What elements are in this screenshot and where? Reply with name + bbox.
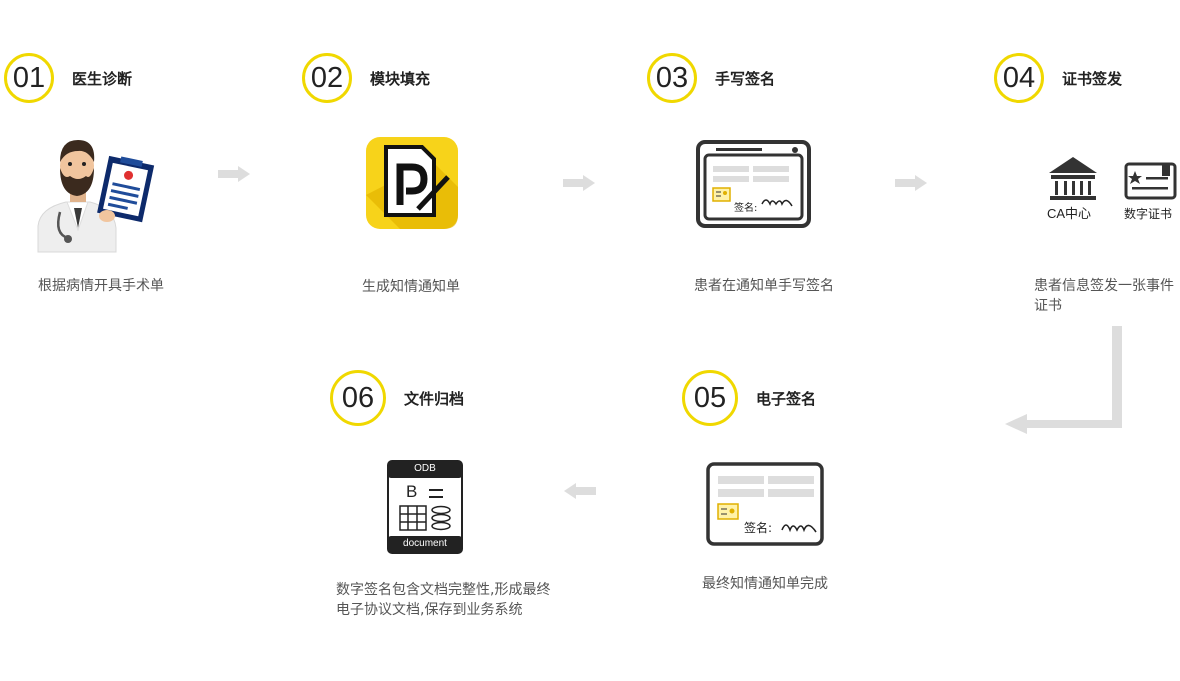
step-description: 患者在通知单手写签名	[694, 278, 834, 294]
signed-document-icon: 签名:	[706, 462, 824, 546]
arrow-left-icon	[564, 483, 596, 499]
doctor-icon	[37, 140, 155, 253]
step-title: 医生诊断	[72, 69, 133, 88]
odb-b-label: B	[406, 482, 418, 501]
arrow-right-icon	[895, 175, 927, 191]
digital-cert-label: 数字证书	[1124, 207, 1173, 221]
step-title: 证书签发	[1062, 69, 1123, 88]
step-description: 患者信息签发一张事件证书	[1034, 278, 1174, 314]
tablet-signature-icon: 签名:	[696, 140, 811, 228]
step-04-header: 04 证书签发	[994, 53, 1122, 103]
step-number: 06	[330, 370, 386, 426]
step-03-header: 03 手写签名	[647, 53, 775, 103]
signature-label: 签名:	[734, 203, 758, 214]
step-number: 03	[647, 53, 697, 103]
step-description: 生成知情通知单	[362, 279, 460, 295]
arrow-right-icon	[563, 175, 595, 191]
step-01-header: 01 医生诊断	[4, 53, 132, 103]
step-description: 根据病情开具手术单	[38, 278, 164, 294]
signature-label: 签名:	[744, 521, 773, 535]
odb-document-label: document	[403, 538, 447, 549]
ca-center-label: CA中心	[1047, 206, 1092, 221]
arrow-right-icon	[218, 166, 250, 182]
step-title: 文件归档	[404, 389, 465, 408]
step-02-header: 02 模块填充	[302, 53, 430, 103]
document-frame-icon	[706, 462, 824, 546]
step-title: 模块填充	[370, 69, 431, 88]
step-05-header: 05 电子签名	[682, 370, 816, 426]
odb-label: ODB	[414, 463, 436, 474]
arrow-turn-left-icon	[1005, 326, 1122, 434]
step-number: 05	[682, 370, 738, 426]
step-number: 01	[4, 53, 54, 103]
step-number: 02	[302, 53, 352, 103]
pdf-editor-icon	[366, 137, 458, 229]
step-title: 电子签名	[756, 389, 817, 408]
step-number: 04	[994, 53, 1044, 103]
odb-document-icon: ODB B document	[387, 460, 463, 554]
step-06-header: 06 文件归档	[330, 370, 464, 426]
step-description: 数字签名包含文档完整性,形成最终电子协议文档,保存到业务系统	[336, 582, 551, 618]
bank-building-icon	[1049, 157, 1097, 200]
certificate-icon	[1124, 162, 1177, 200]
odb-frame-icon	[387, 460, 463, 554]
step-title: 手写签名	[715, 69, 776, 88]
step-description: 最终知情通知单完成	[702, 576, 828, 592]
tablet-icon	[696, 140, 811, 228]
